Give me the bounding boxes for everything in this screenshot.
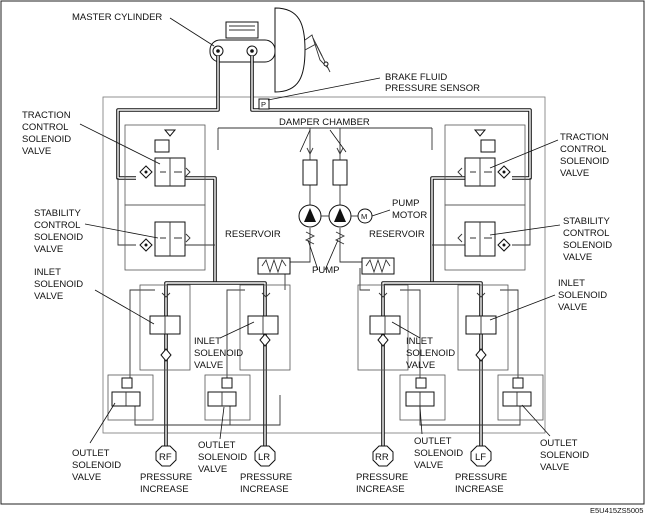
inlet-solenoid-valve-lf — [457, 284, 509, 371]
pressure-rf-label-2: INCREASE — [140, 484, 189, 495]
wheel-rf: RF — [155, 445, 177, 467]
reservoir-right — [361, 257, 395, 275]
pressure-rr-label-1: PRESSURE — [356, 472, 408, 483]
master-cylinder-label: MASTER CYLINDER — [72, 12, 162, 23]
leader-lines — [79, 17, 561, 444]
damper-chamber-label: DAMPER CHAMBER — [279, 117, 370, 128]
brake-fluid-sensor-label-1: BRAKE FLUID — [385, 72, 447, 83]
stability-control-valve-right — [444, 204, 526, 271]
reservoir-left — [257, 257, 291, 275]
motor-m-label: M — [361, 212, 367, 221]
reservoir-right-label: RESERVOIR — [369, 229, 425, 240]
outlet-rf-label-3: VALVE — [72, 472, 101, 483]
traction-left-label-3: SOLENOID — [22, 134, 71, 145]
stability-control-valve-left — [124, 204, 206, 271]
inlet-lr-label-1: INLET — [194, 336, 221, 347]
traction-control-valve-right — [444, 124, 526, 206]
traction-right-label-3: SOLENOID — [560, 156, 609, 167]
pressure-rr-label-2: INCREASE — [356, 484, 405, 495]
traction-right-label-1: TRACTION — [560, 132, 609, 143]
master-cylinder — [209, 21, 276, 63]
wheel-lf-label: LF — [475, 452, 486, 463]
pressure-lr-label-2: INCREASE — [240, 484, 289, 495]
stability-right-label-2: CONTROL — [563, 228, 609, 239]
pump-label: PUMP — [312, 265, 339, 276]
outlet-solenoid-valve-lf — [497, 374, 544, 421]
pump-motor-label-1: PUMP — [392, 198, 419, 209]
outlet-rr-label-1: OUTLET — [414, 436, 452, 447]
outlet-rr-label-3: VALVE — [414, 460, 443, 471]
stability-right-label-1: STABILITY — [563, 216, 610, 227]
outlet-solenoid-valve-rr — [399, 374, 446, 421]
inlet-rr-label-1: INLET — [406, 336, 433, 347]
wheel-rf-label: RF — [159, 452, 172, 463]
outlet-lr-label-1: OUTLET — [198, 440, 236, 451]
outlet-solenoid-valve-rf — [107, 374, 154, 421]
traction-left-label-2: CONTROL — [22, 122, 68, 133]
wheel-lr-label: LR — [258, 452, 270, 463]
pressure-lf-label-2: INCREASE — [455, 484, 504, 495]
inlet-rf-label-2: SOLENOID — [34, 279, 83, 290]
modulator-boundary — [102, 96, 546, 434]
pressure-lf-label-1: PRESSURE — [455, 472, 507, 483]
outlet-rf-label-2: SOLENOID — [72, 460, 121, 471]
inlet-lf-label-2: SOLENOID — [558, 290, 607, 301]
brake-fluid-sensor-label-2: PRESSURE SENSOR — [385, 83, 480, 94]
wheel-lf: LF — [470, 445, 492, 467]
stability-left-label-3: SOLENOID — [34, 232, 83, 243]
outlet-rr-label-2: SOLENOID — [414, 448, 463, 459]
inlet-rf-label-3: VALVE — [34, 291, 63, 302]
traction-right-label-4: VALVE — [560, 168, 589, 179]
stability-left-label-1: STABILITY — [34, 208, 81, 219]
outlet-lf-label-1: OUTLET — [540, 438, 578, 449]
pressure-rf-label-1: PRESSURE — [140, 472, 192, 483]
stability-left-label-2: CONTROL — [34, 220, 80, 231]
inlet-lr-label-2: SOLENOID — [194, 348, 243, 359]
damper-chambers — [302, 147, 348, 186]
stability-left-label-4: VALVE — [34, 244, 63, 255]
inlet-solenoid-valve-rr — [357, 284, 409, 371]
reservoir-left-label: RESERVOIR — [225, 229, 281, 240]
outlet-solenoid-valve-lr — [204, 374, 251, 421]
inlet-solenoid-valve-lr — [239, 284, 291, 371]
sensor-p-label: P — [261, 100, 266, 109]
traction-right-label-2: CONTROL — [560, 144, 606, 155]
wheel-rr: RR — [372, 445, 394, 467]
outer-frame — [0, 0, 645, 505]
figure-code: E5U415ZS5005 — [590, 506, 643, 515]
wheel-rr-label: RR — [375, 452, 389, 463]
traction-left-label-1: TRACTION — [22, 110, 71, 121]
inlet-rr-label-2: SOLENOID — [406, 348, 455, 359]
outlet-lf-label-2: SOLENOID — [540, 450, 589, 461]
pump-motor-label-2: MOTOR — [392, 210, 427, 221]
inlet-lf-label-1: INLET — [558, 278, 585, 289]
inlet-rr-label-3: VALVE — [406, 360, 435, 371]
pressure-lr-label-1: PRESSURE — [240, 472, 292, 483]
traction-left-label-4: VALVE — [22, 146, 51, 157]
outlet-rf-label-1: OUTLET — [72, 448, 110, 459]
pump-units — [298, 204, 352, 245]
traction-control-valve-left — [124, 124, 206, 206]
pressure-sensor: P — [258, 98, 270, 110]
inlet-solenoid-valve-rf — [139, 284, 191, 371]
pump-motor: M — [351, 208, 373, 224]
wheel-lr: LR — [254, 445, 276, 467]
brake-booster — [274, 7, 331, 93]
inlet-lr-label-3: VALVE — [194, 360, 223, 371]
inlet-lf-label-3: VALVE — [558, 302, 587, 313]
outlet-lr-label-2: SOLENOID — [198, 452, 247, 463]
inlet-rf-label-1: INLET — [34, 267, 61, 278]
outlet-lr-label-3: VALVE — [198, 464, 227, 475]
stability-right-label-3: SOLENOID — [563, 240, 612, 251]
outlet-lf-label-3: VALVE — [540, 462, 569, 473]
stability-right-label-4: VALVE — [563, 252, 592, 263]
